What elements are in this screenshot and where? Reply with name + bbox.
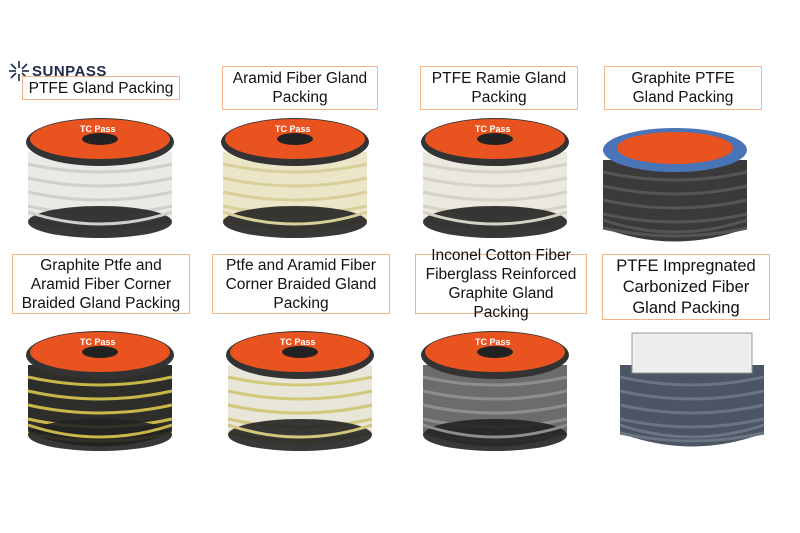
packing-spool-image xyxy=(619,332,765,447)
product-label: Graphite Ptfe and Aramid Fiber Corner Br… xyxy=(12,254,190,314)
product-label: PTFE Impregnated Carbonized Fiber Gland … xyxy=(602,254,770,320)
brand-name: SUNPASS xyxy=(32,62,107,80)
product-label: PTFE Ramie Gland Packing xyxy=(420,66,578,110)
product-label: Aramid Fiber Gland Packing xyxy=(222,66,378,110)
spool-brand-text: TC Pass xyxy=(275,124,311,134)
sunpass-logo: SUNPASS xyxy=(8,60,107,82)
packing-spool-image: TC Pass xyxy=(26,331,174,451)
product-label: PTFE Gland Packing xyxy=(22,76,180,100)
product-label: Graphite PTFE Gland Packing xyxy=(604,66,762,110)
spool-brand-text: TC Pass xyxy=(475,337,511,347)
packing-spool-image: TC Pass xyxy=(226,331,374,451)
product-label: Ptfe and Aramid Fiber Corner Braided Gla… xyxy=(212,254,390,314)
packing-spool-image: TC Pass xyxy=(421,118,569,238)
packing-spool-image: TC Pass xyxy=(221,118,369,238)
packing-spool-image: TC Pass xyxy=(421,331,569,451)
spool-brand-text: TC Pass xyxy=(80,337,116,347)
product-label: Inconel Cotton Fiber Fiberglass Reinforc… xyxy=(415,247,587,321)
packing-spool-image: TC Pass xyxy=(26,118,174,238)
spool-brand-text: TC Pass xyxy=(280,337,316,347)
packing-spool-image xyxy=(602,128,748,242)
spool-brand-text: TC Pass xyxy=(80,124,116,134)
sunburst-icon xyxy=(9,61,29,81)
spool-brand-text: TC Pass xyxy=(475,124,511,134)
